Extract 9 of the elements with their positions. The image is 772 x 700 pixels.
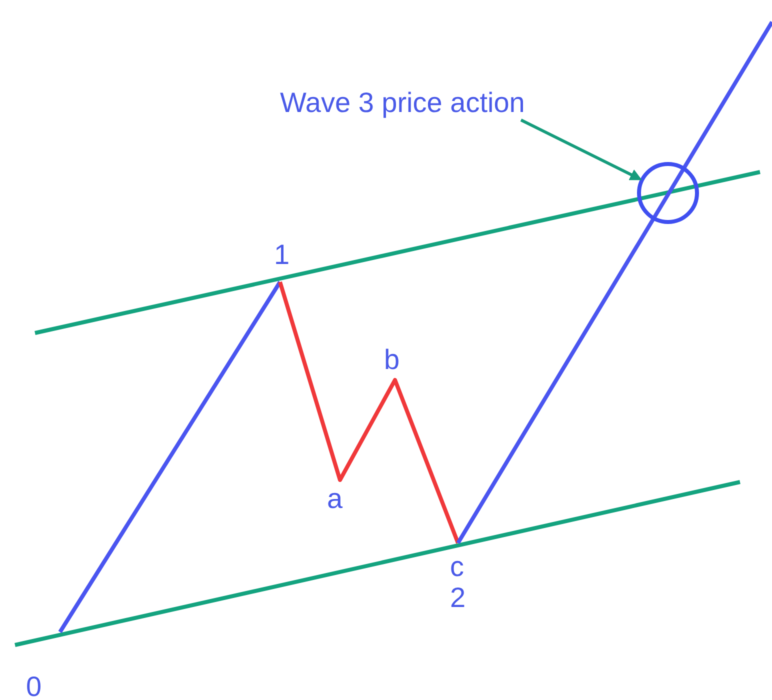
highlight-circle [637, 162, 699, 224]
leader-arrow [520, 118, 642, 180]
annotation-text: Wave 3 price action [280, 88, 525, 118]
wave-label: c [450, 552, 464, 582]
wave-label: 0 [26, 672, 42, 700]
wave-label: 1 [274, 240, 290, 270]
wave-label: a [327, 484, 343, 514]
wave-label: b [384, 345, 400, 375]
wave-label: 2 [450, 583, 466, 613]
